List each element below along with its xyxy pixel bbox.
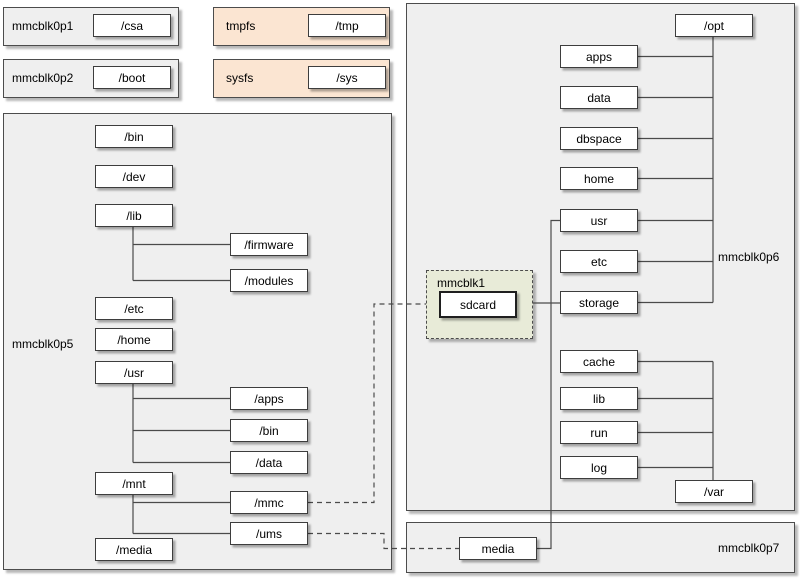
partition-label-mmcblk0p2: mmcblk0p2 — [12, 71, 74, 85]
mount-node-lib: /lib — [95, 204, 173, 227]
mount-node-firmware: /firmware — [230, 233, 308, 256]
mount-node-usr-apps: /apps — [230, 387, 308, 410]
mount-node-opt-dbspace: dbspace — [560, 127, 638, 150]
mount-node-media-p5: /media — [95, 538, 173, 561]
mount-node-sdcard: sdcard — [439, 291, 517, 318]
partition-label-sysfs: sysfs — [226, 71, 254, 85]
mount-node-dev: /dev — [95, 165, 173, 188]
mount-node-opt: /opt — [675, 14, 753, 37]
mount-node-var-log: log — [560, 456, 638, 479]
mount-node-etc: /etc — [95, 297, 173, 320]
mount-node-home: /home — [95, 328, 173, 351]
partition-label-tmpfs: tmpfs — [226, 19, 256, 33]
mount-node-usr: /usr — [95, 361, 173, 384]
partition-label-mmcblk0p7: mmcblk0p7 — [718, 541, 780, 555]
mount-node-mmc: /mmc — [230, 491, 308, 514]
partition-label-mmcblk0p6: mmcblk0p6 — [718, 250, 780, 264]
mount-node-csa: /csa — [93, 14, 171, 37]
mount-node-var-lib: lib — [560, 387, 638, 410]
mount-node-opt-data: data — [560, 86, 638, 109]
mount-node-opt-storage: storage — [560, 291, 638, 314]
mount-node-tmp: /tmp — [308, 14, 386, 37]
mount-node-boot: /boot — [93, 66, 171, 89]
mount-node-var: /var — [675, 480, 753, 503]
mount-node-opt-etc: etc — [560, 250, 638, 273]
partition-label-mmcblk0p5: mmcblk0p5 — [12, 337, 74, 351]
mount-node-var-cache: cache — [560, 350, 638, 373]
mount-node-bin: /bin — [95, 125, 173, 148]
mount-node-usr-bin: /bin — [230, 419, 308, 442]
mount-node-usr-data: /data — [230, 451, 308, 474]
mount-node-sys: /sys — [308, 66, 386, 89]
mount-node-modules: /modules — [230, 269, 308, 292]
mount-node-ums: /ums — [230, 522, 308, 545]
mount-node-mnt: /mnt — [95, 472, 173, 495]
mount-node-var-run: run — [560, 421, 638, 444]
mount-node-opt-usr: usr — [560, 209, 638, 232]
mount-node-opt-home: home — [560, 167, 638, 190]
partition-label-mmcblk1: mmcblk1 — [437, 276, 486, 290]
partition-label-mmcblk0p1: mmcblk0p1 — [12, 19, 74, 33]
mount-node-opt-apps: apps — [560, 45, 638, 68]
mount-node-media-p7: media — [459, 537, 537, 560]
